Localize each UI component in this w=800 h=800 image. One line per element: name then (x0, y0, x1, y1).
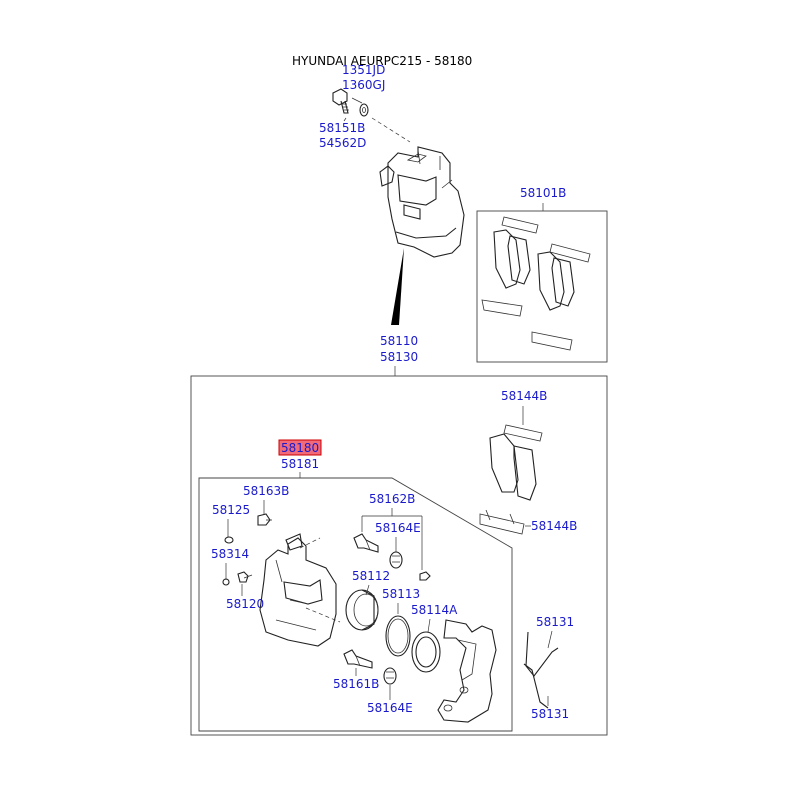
label-58113[interactable]: 58113 (382, 587, 420, 601)
leader-58151b (343, 117, 347, 122)
leader-58112 (365, 584, 370, 596)
bleeder-screw[interactable] (257, 513, 272, 526)
pin-cap-top[interactable] (419, 571, 431, 581)
leader-58131-top (547, 630, 553, 649)
label-58163b[interactable]: 58163B (243, 484, 289, 498)
caliper-carrier[interactable] (437, 619, 497, 723)
main-assembly-frame (190, 375, 608, 736)
bolt-small[interactable] (237, 571, 253, 583)
label-58131-bottom[interactable]: 58131 (531, 707, 569, 721)
pad-kit-box (476, 210, 608, 363)
brake-pads-kit[interactable] (481, 216, 591, 351)
highlight-58180 (278, 439, 322, 456)
pin-boot-bottom[interactable] (383, 667, 397, 685)
guide-pin-bottom[interactable] (343, 649, 373, 669)
label-58164e-top[interactable]: 58164E (375, 521, 421, 535)
label-58110[interactable]: 58110 (380, 334, 418, 348)
bolt-top[interactable] (332, 88, 349, 114)
label-54562d[interactable]: 54562D (319, 136, 366, 150)
label-58114a[interactable]: 58114A (411, 603, 458, 617)
pin-small[interactable] (222, 578, 230, 586)
piston-seal[interactable] (385, 615, 411, 657)
brake-pads[interactable] (489, 424, 543, 501)
label-58161b[interactable]: 58161B (333, 677, 379, 691)
pad-clips[interactable] (479, 509, 525, 535)
diagram-title: HYUNDAI AEURPC215 - 58180 (292, 54, 472, 68)
sensor-area (516, 610, 586, 611)
piston-boot[interactable] (411, 631, 441, 673)
leader-58162b (361, 508, 423, 570)
dashed-axis-guide (299, 537, 321, 549)
label-58164e-bottom[interactable]: 58164E (367, 701, 413, 715)
label-1351jd[interactable]: 1351JD (342, 63, 385, 77)
label-58162b[interactable]: 58162B (369, 492, 415, 506)
washer-top[interactable] (359, 103, 369, 117)
label-58131-top[interactable]: 58131 (536, 615, 574, 629)
caliper-subframe (198, 477, 513, 732)
label-58151b[interactable]: 58151B (319, 121, 365, 135)
label-58144b-bottom[interactable]: 58144B (531, 519, 577, 533)
guide-pin-top[interactable] (353, 533, 379, 553)
label-58181[interactable]: 58181 (281, 457, 319, 471)
piston[interactable] (345, 589, 379, 631)
caliper-body[interactable] (259, 533, 337, 647)
assembly-pointer (391, 248, 404, 325)
label-58125[interactable]: 58125 (212, 503, 250, 517)
label-58180[interactable]: 58180 (281, 441, 319, 455)
label-58101b[interactable]: 58101B (520, 186, 566, 200)
dust-cap[interactable] (224, 536, 234, 544)
dashed-axis-piston (305, 607, 341, 623)
wear-sensor-bottom[interactable] (523, 663, 549, 709)
label-58112[interactable]: 58112 (352, 569, 390, 583)
leader-1351jd (351, 97, 363, 104)
label-58314[interactable]: 58314 (211, 547, 249, 561)
leader-58114a (427, 618, 431, 633)
label-58144b-top[interactable]: 58144B (501, 389, 547, 403)
pin-boot-top[interactable] (389, 551, 403, 569)
caliper-assembly-top[interactable] (379, 146, 465, 258)
label-58130[interactable]: 58130 (380, 350, 418, 364)
dashed-axis-top (371, 117, 411, 143)
label-1360gj[interactable]: 1360GJ (342, 78, 385, 92)
label-58120[interactable]: 58120 (226, 597, 264, 611)
